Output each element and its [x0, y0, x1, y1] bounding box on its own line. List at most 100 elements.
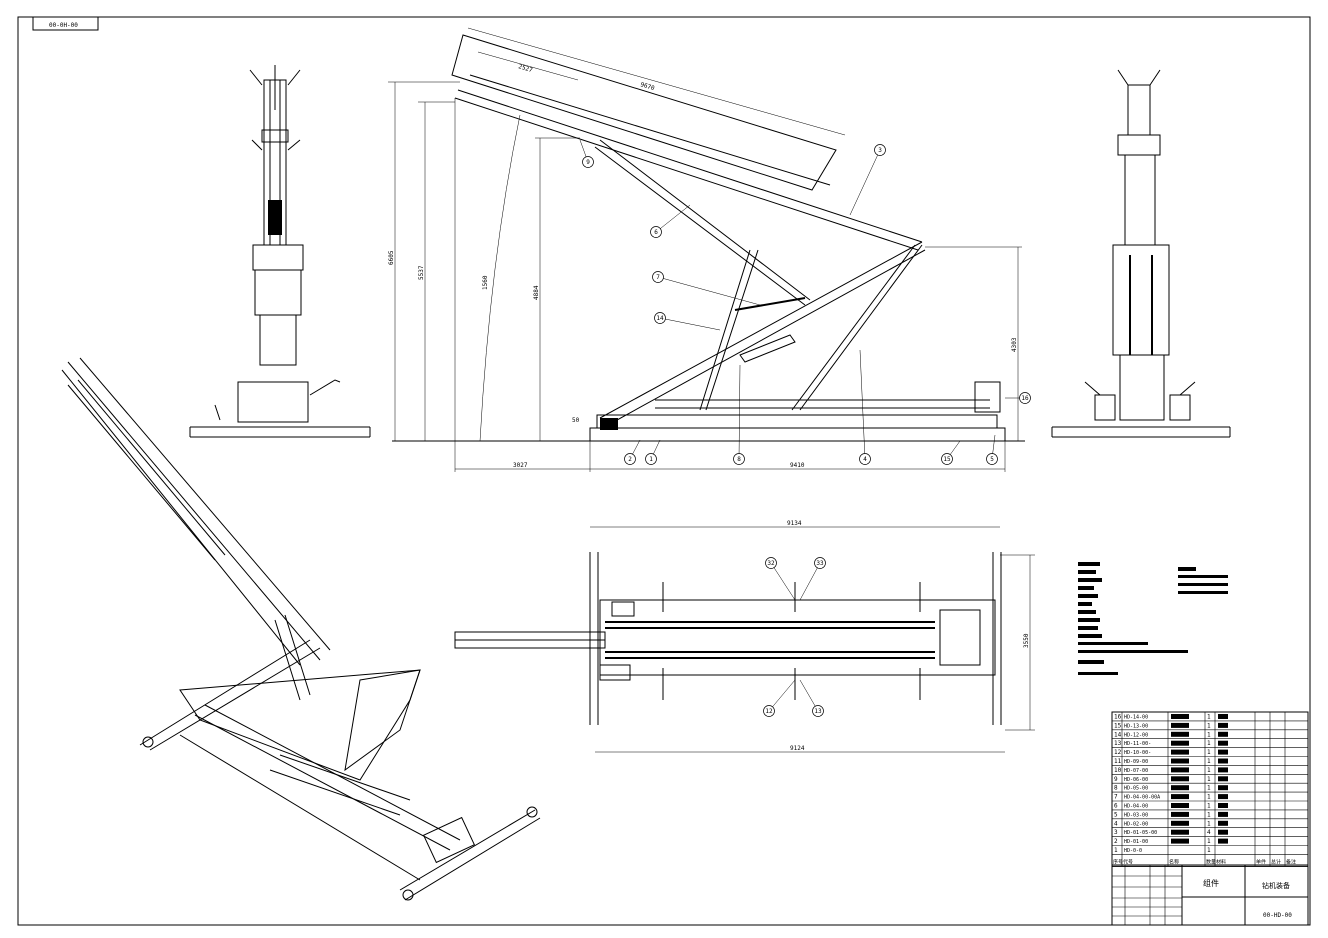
balloon-number: 13 — [814, 708, 822, 715]
part-number: 9 — [1114, 776, 1118, 783]
part-qty: 1 — [1207, 714, 1211, 721]
part-number: 3 — [1114, 829, 1118, 836]
part-name-mark — [1171, 829, 1189, 835]
leader-line — [799, 562, 821, 601]
part-qty: 1 — [1207, 776, 1211, 783]
item-balloon: 32 — [765, 557, 796, 601]
part-number: 12 — [1114, 749, 1122, 756]
dim-height-mid: 5537 — [418, 265, 425, 280]
dim-radius: 1560 — [482, 275, 489, 290]
item-balloon: 14 — [654, 312, 721, 331]
part-material-mark — [1218, 767, 1228, 773]
parts-header: 材料 — [1216, 858, 1226, 865]
part-name-mark — [1171, 749, 1189, 755]
dim-plan-width: 3550 — [1023, 633, 1030, 648]
part-name-mark — [1171, 803, 1189, 808]
part-material-mark — [1218, 820, 1228, 826]
part-name-mark — [1171, 820, 1189, 826]
part-number: 10 — [1114, 767, 1122, 774]
part-code: HD-09-00 — [1124, 759, 1148, 765]
balloon-number: 6 — [654, 229, 658, 236]
balloon-circle — [654, 312, 666, 324]
part-code: HD-04-00 — [1124, 804, 1148, 810]
part-name-mark — [1171, 740, 1189, 746]
part-name-mark — [1171, 811, 1189, 817]
parts-header: 备注 — [1286, 858, 1296, 865]
item-balloon: 33 — [799, 557, 826, 601]
balloon-number: 16 — [1021, 395, 1029, 402]
balloon-circle — [624, 453, 636, 465]
part-name-mark — [1171, 731, 1189, 737]
part-number: 1 — [1114, 847, 1118, 854]
part-material-mark — [1218, 740, 1228, 746]
item-balloon: 5 — [986, 434, 998, 465]
part-number: 15 — [1114, 722, 1122, 729]
part-qty: 1 — [1207, 749, 1211, 756]
item-balloon: 13 — [799, 679, 824, 717]
balloon-circle — [765, 557, 777, 569]
balloon-number: 5 — [990, 456, 994, 463]
part-material-mark — [1218, 829, 1228, 835]
parts-header: 数量 — [1206, 858, 1216, 865]
balloon-number: 3 — [878, 147, 882, 154]
item-balloon: 15 — [941, 440, 961, 465]
balloon-circle — [812, 705, 824, 717]
parts-header: 名称 — [1169, 858, 1179, 865]
balloon-circle — [582, 156, 594, 168]
balloon-circle — [986, 453, 998, 465]
part-code: HD-03-00 — [1124, 812, 1148, 818]
part-name-mark — [1171, 838, 1189, 844]
balloon-circle — [874, 144, 886, 156]
leader-line — [655, 204, 691, 233]
item-balloon: 3 — [849, 144, 886, 216]
part-qty: 1 — [1207, 722, 1211, 729]
parts-header: 代号 — [1123, 858, 1133, 865]
part-material-mark — [1218, 749, 1228, 755]
part-number: 2 — [1114, 838, 1118, 845]
right-view — [1051, 69, 1231, 438]
balloon-number: 8 — [737, 456, 741, 463]
sheet-border — [17, 16, 1311, 926]
balloon-circle — [652, 271, 664, 283]
part-number: 16 — [1114, 714, 1122, 721]
part-code: HD-07-00 — [1124, 768, 1148, 774]
balloon-circle — [650, 226, 662, 238]
title-block-product: 钻机装备 — [1262, 881, 1290, 890]
balloon-number: 2 — [628, 456, 632, 463]
part-name-mark — [1171, 758, 1189, 764]
part-number: 13 — [1114, 740, 1122, 747]
part-qty: 1 — [1207, 758, 1211, 765]
item-balloon: 16 — [1005, 392, 1031, 404]
part-qty: 1 — [1207, 803, 1211, 810]
balloon-number: 32 — [767, 560, 775, 567]
item-balloon: 8 — [733, 364, 745, 465]
balloon-number: 12 — [765, 708, 773, 715]
dim-height-total: 6605 — [388, 250, 395, 265]
part-material-mark — [1218, 714, 1228, 719]
dim-mast-top: 9670 — [639, 81, 655, 92]
technical-notes — [1078, 562, 1228, 675]
part-code: HD-01-05-00 — [1124, 830, 1157, 836]
part-material-mark — [1218, 731, 1228, 737]
part-number: 4 — [1114, 820, 1118, 827]
part-code: HD-02-00 — [1124, 821, 1148, 827]
part-qty: 1 — [1207, 811, 1211, 818]
part-qty: 1 — [1207, 785, 1211, 792]
leader-line — [849, 149, 881, 216]
part-name-mark — [1171, 714, 1189, 719]
dim-mast-section: 2527 — [517, 63, 533, 74]
part-qty: 1 — [1207, 767, 1211, 774]
item-balloon: 12 — [763, 679, 796, 717]
balloon-circle — [859, 453, 871, 465]
part-code: HD-04-00-00A — [1124, 795, 1160, 801]
part-qty: 1 — [1207, 794, 1211, 801]
